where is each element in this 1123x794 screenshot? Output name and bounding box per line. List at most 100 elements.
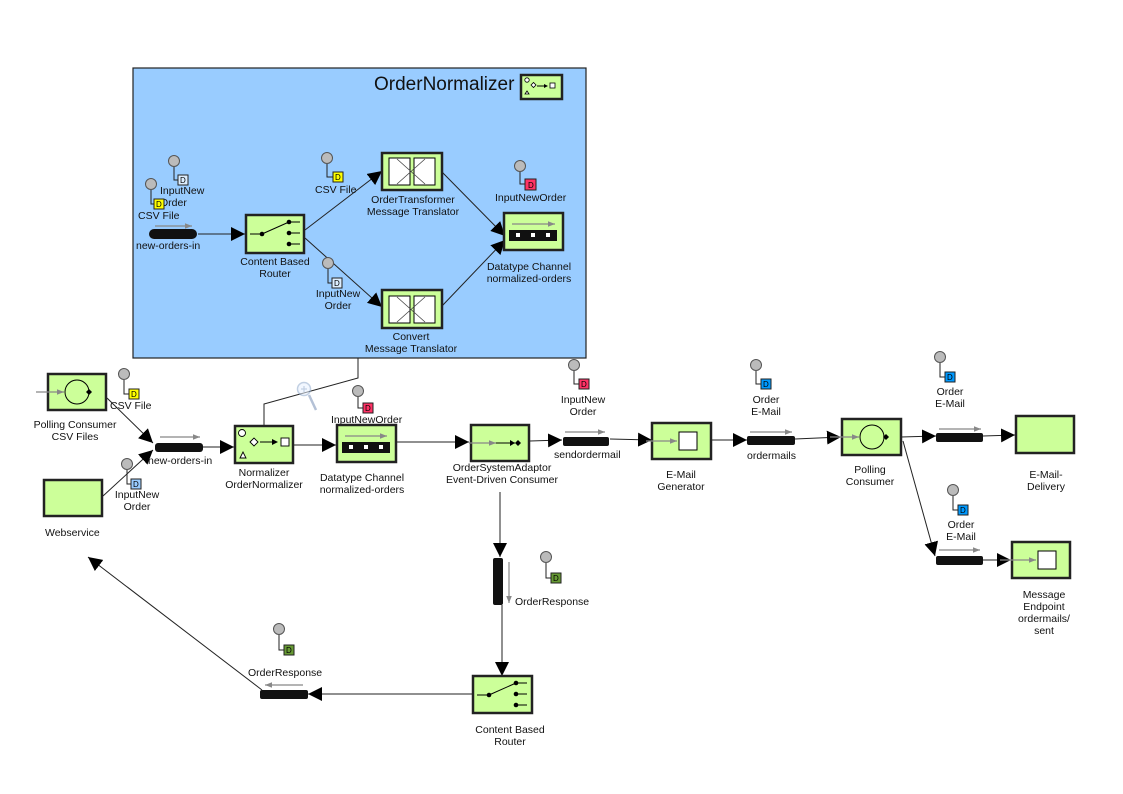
edge-polling-to-neworders	[106, 397, 154, 444]
edges	[87, 170, 1016, 701]
datatype-icon	[550, 572, 562, 584]
datatype-csvfile-outer[interactable]: D CSV File	[110, 368, 152, 413]
edge-sendordermail-to-generator	[609, 432, 653, 447]
pipe-icon	[936, 433, 983, 442]
label: OrderResponse	[248, 667, 322, 679]
datatype-orderresponse-1[interactable]: D	[540, 551, 562, 584]
datatype-orderresponse-2[interactable]: D	[273, 623, 295, 656]
svg-text:D: D	[947, 373, 953, 382]
pin-icon	[514, 160, 526, 172]
message-endpoint-icon	[1000, 550, 1057, 570]
pipe-icon	[936, 556, 983, 565]
channel-sendordermail[interactable]: sendordermail	[554, 429, 621, 461]
edge-channel-to-delivery	[982, 428, 1016, 443]
svg-text:D: D	[180, 176, 186, 185]
pipe-icon	[149, 229, 197, 239]
channel-new-orders-in-inner[interactable]: new-orders-in	[136, 223, 200, 252]
pin-icon	[321, 152, 333, 164]
pin-icon	[273, 623, 285, 635]
label: sendordermail	[554, 449, 621, 461]
pin-icon	[121, 458, 133, 470]
datatype-inputneworder-inner-3[interactable]: D InputNewOrder	[495, 160, 567, 205]
label: E-Mail-Delivery	[1027, 469, 1066, 493]
svg-text:D: D	[528, 181, 534, 190]
datatype-icon	[362, 402, 374, 414]
channel-ordermails[interactable]: ordermails	[747, 429, 796, 462]
svg-text:D: D	[365, 404, 371, 413]
svg-text:D: D	[286, 646, 292, 655]
label: ordermails	[747, 450, 796, 462]
label: CSV File	[315, 184, 357, 196]
pin-icon	[568, 359, 580, 371]
datatype-icon	[128, 388, 140, 400]
label: OrderResponse	[515, 596, 589, 608]
svg-text:D: D	[335, 173, 341, 182]
datatype-icon	[177, 174, 189, 186]
zoom-magnifier-icon[interactable]	[296, 381, 318, 411]
channel-new-orders-in-outer[interactable]: new-orders-in	[148, 434, 212, 467]
pin-icon	[947, 484, 959, 496]
svg-text:D: D	[553, 574, 559, 583]
edge-normalizer-to-group	[263, 358, 359, 425]
channel-ordermails-sent[interactable]	[936, 547, 983, 565]
datatype-channel-icon	[342, 433, 390, 453]
polling-consumer-icon	[830, 424, 889, 450]
webservice[interactable]: Webservice	[42, 478, 104, 539]
pipe-icon	[155, 443, 203, 452]
pin-icon	[934, 351, 946, 363]
svg-text:D: D	[131, 390, 137, 399]
group-title: OrderNormalizer	[374, 74, 515, 95]
datatype-csvfile-inner-1[interactable]: D CSV File	[138, 178, 180, 223]
pin-icon	[322, 257, 334, 269]
router-icon	[477, 680, 527, 708]
channel-email-delivery[interactable]	[936, 426, 983, 442]
email-delivery[interactable]: E-Mail-Delivery	[1014, 414, 1076, 493]
label: CSV File	[110, 400, 152, 412]
channel-orderresponse-horizontal[interactable]: OrderResponse	[248, 667, 322, 699]
edge-router-to-convert	[304, 237, 383, 308]
datatype-icon	[944, 371, 956, 383]
datatype-icon	[283, 644, 295, 656]
pin-icon	[352, 385, 364, 397]
label: InputNewOrder	[331, 414, 403, 426]
datatype-csvfile-inner-2[interactable]: D CSV File	[315, 152, 357, 197]
channel-orderresponse-vertical[interactable]: OrderResponse	[493, 558, 589, 608]
svg-text:D: D	[960, 506, 966, 515]
datatype-inputneworder-outer-2[interactable]: D InputNewOrder	[331, 385, 403, 427]
datatype-icon	[332, 171, 344, 183]
svg-text:D: D	[156, 200, 162, 209]
datatype-icon	[957, 504, 969, 516]
pin-icon	[118, 368, 130, 380]
